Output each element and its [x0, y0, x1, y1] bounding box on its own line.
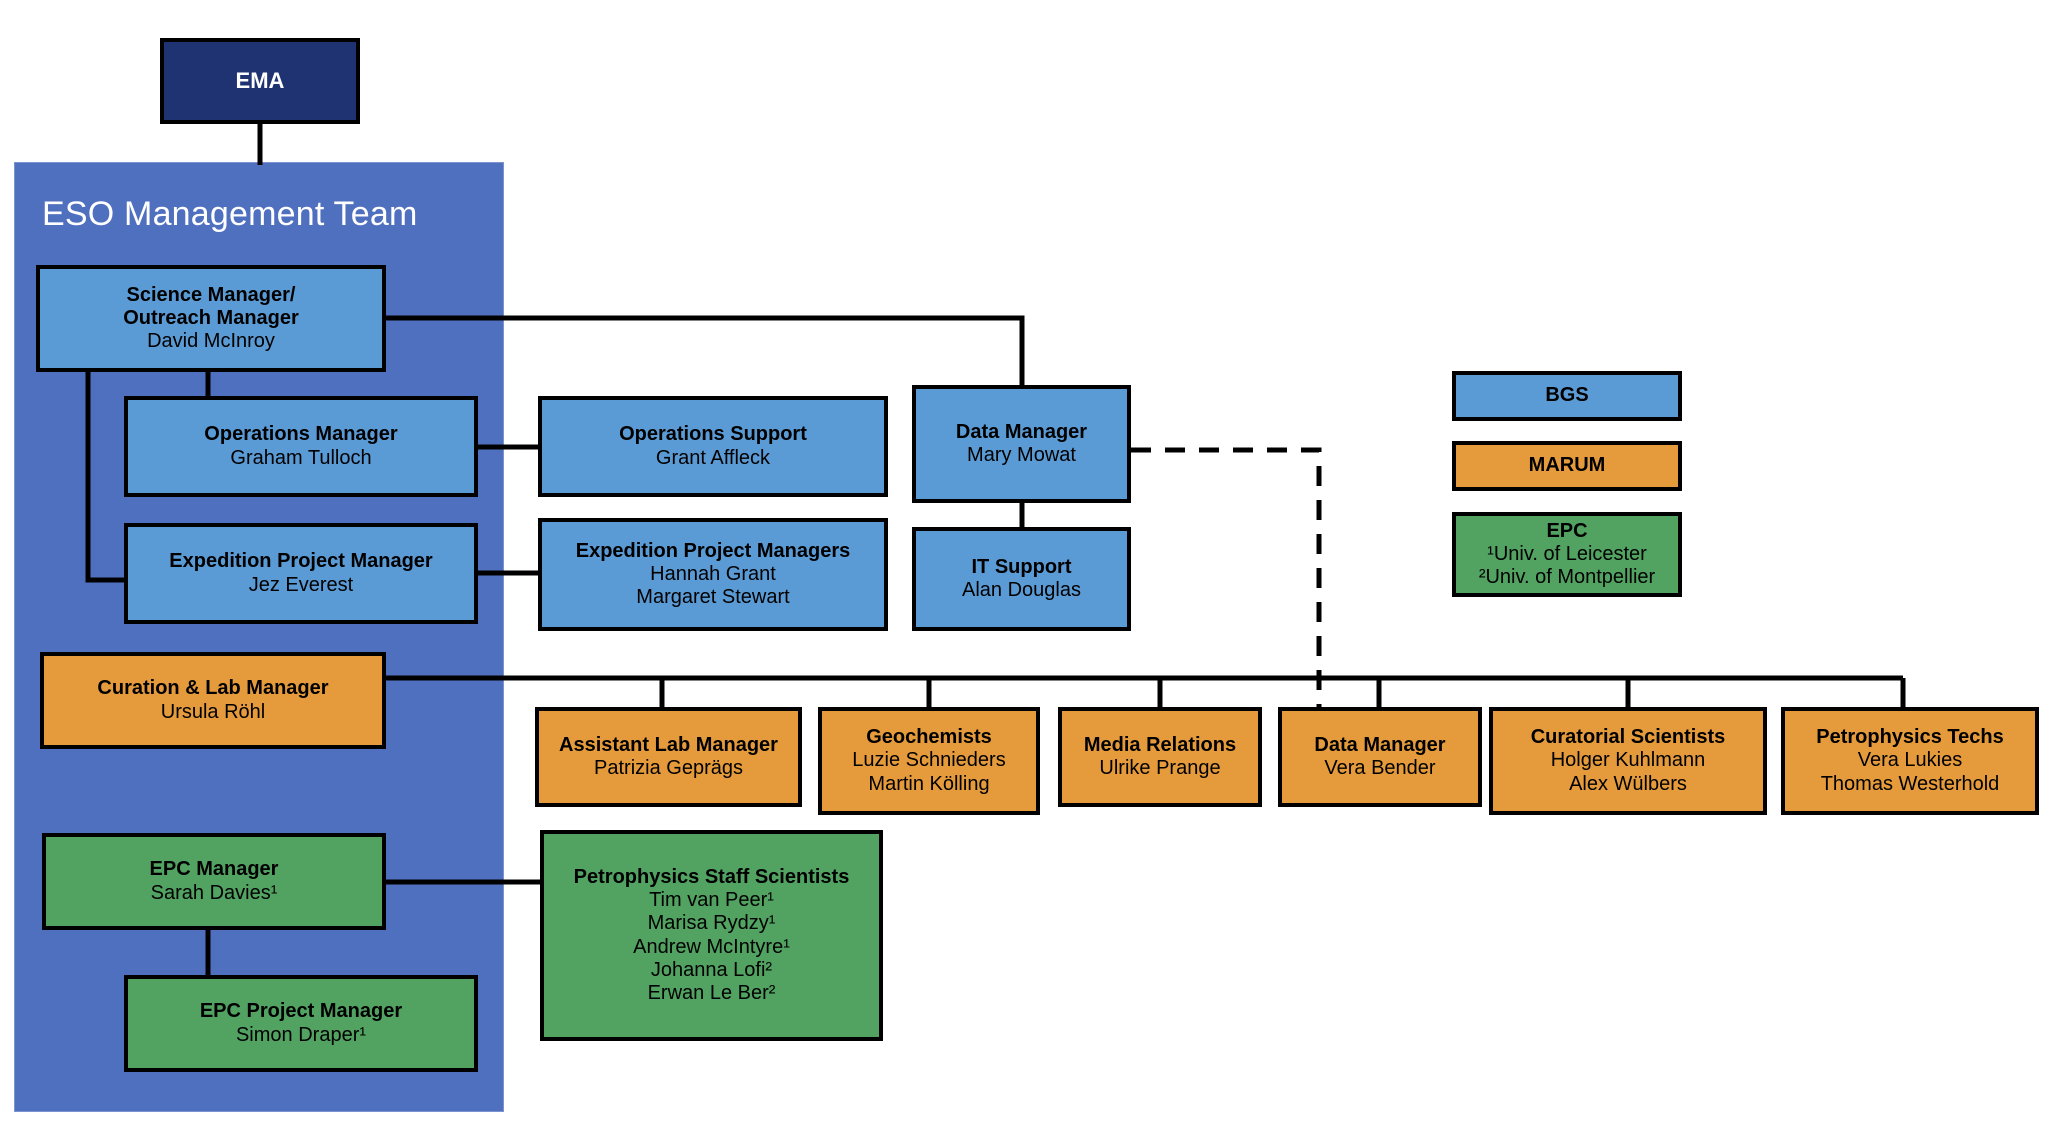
node-assistant-lab-manager-person: Patrizia Geprägs: [594, 757, 743, 779]
node-petrophysics-techs-person-1: Vera Lukies: [1857, 749, 1963, 772]
node-operations-manager[interactable]: Operations Manager Graham Tulloch: [124, 396, 478, 497]
node-curatorial-scientists-title: Curatorial Scientists: [1530, 726, 1726, 749]
node-petrophysics-techs[interactable]: Petrophysics Techs Vera Lukies Thomas We…: [1781, 707, 2039, 815]
node-science-manager-title2: Outreach Manager: [123, 306, 299, 329]
legend-epc: EPC ¹Univ. of Leicester ²Univ. of Montpe…: [1452, 512, 1682, 597]
node-expedition-project-managers-title: Expedition Project Managers: [575, 539, 851, 562]
node-curation-lab-manager-person: Ursula Röhl: [160, 700, 266, 723]
node-media-relations[interactable]: Media Relations Ulrike Prange: [1058, 707, 1262, 807]
node-epc-manager-title: EPC Manager: [149, 858, 279, 881]
node-operations-support-person: Grant Affleck: [655, 446, 771, 469]
node-petrophysics-staff-scientists-person-3: Andrew McIntyre¹: [633, 935, 790, 958]
node-expedition-project-managers-person-1: Hannah Grant: [650, 562, 776, 585]
legend-epc-line-1: ¹Univ. of Leicester: [1487, 542, 1647, 565]
node-epc-project-manager[interactable]: EPC Project Manager Simon Draper¹: [124, 975, 478, 1072]
node-geochemists-person-2: Martin Kölling: [868, 772, 990, 795]
node-petrophysics-staff-scientists-person-1: Tim van Peer¹: [649, 889, 774, 912]
node-ema[interactable]: EMA: [160, 38, 360, 124]
node-data-manager-bgs[interactable]: Data Manager Mary Mowat: [912, 385, 1131, 503]
node-operations-manager-title: Operations Manager: [204, 423, 398, 446]
node-it-support-person: Alan Douglas: [962, 579, 1081, 601]
node-petrophysics-techs-person-2: Thomas Westerhold: [1820, 772, 2000, 795]
node-petrophysics-staff-scientists[interactable]: Petrophysics Staff Scientists Tim van Pe…: [540, 830, 883, 1041]
node-petrophysics-staff-scientists-person-2: Marisa Rydzy¹: [647, 912, 776, 935]
node-media-relations-title: Media Relations: [1083, 733, 1237, 756]
node-operations-manager-person: Graham Tulloch: [230, 446, 372, 469]
legend-bgs-title: BGS: [1545, 384, 1589, 407]
node-assistant-lab-manager-title: Assistant Lab Manager: [559, 733, 778, 756]
legend-bgs: BGS: [1452, 371, 1682, 421]
node-petrophysics-staff-scientists-person-5: Erwan Le Ber²: [647, 981, 776, 1004]
node-epc-manager-person: Sarah Davies¹: [150, 881, 278, 904]
node-data-manager-marum[interactable]: Data Manager Vera Bender: [1278, 707, 1482, 807]
node-expedition-project-manager-person: Jez Everest: [248, 573, 354, 596]
node-data-manager-marum-title: Data Manager: [1314, 733, 1446, 756]
node-geochemists[interactable]: Geochemists Luzie Schnieders Martin Köll…: [818, 707, 1040, 815]
node-science-manager[interactable]: Science Manager/ Outreach Manager David …: [36, 265, 386, 372]
node-assistant-lab-manager[interactable]: Assistant Lab Manager Patrizia Geprägs: [535, 707, 802, 807]
node-curatorial-scientists[interactable]: Curatorial Scientists Holger Kuhlmann Al…: [1489, 707, 1767, 815]
node-science-manager-title: Science Manager/: [126, 283, 296, 306]
node-expedition-project-manager[interactable]: Expedition Project Manager Jez Everest: [124, 523, 478, 624]
node-curatorial-scientists-person-1: Holger Kuhlmann: [1550, 749, 1706, 772]
node-it-support[interactable]: IT Support Alan Douglas: [912, 527, 1131, 631]
node-operations-support[interactable]: Operations Support Grant Affleck: [538, 396, 888, 497]
legend-epc-title: EPC: [1546, 519, 1588, 542]
node-data-manager-bgs-person: Mary Mowat: [967, 444, 1076, 466]
node-petrophysics-staff-scientists-title: Petrophysics Staff Scientists: [573, 865, 850, 888]
panel-title: ESO Management Team: [42, 195, 418, 233]
node-expedition-project-managers[interactable]: Expedition Project Managers Hannah Grant…: [538, 518, 888, 631]
node-data-manager-bgs-title: Data Manager: [955, 420, 1088, 443]
node-epc-manager[interactable]: EPC Manager Sarah Davies¹: [42, 833, 386, 930]
node-curation-lab-manager[interactable]: Curation & Lab Manager Ursula Röhl: [40, 652, 386, 749]
node-it-support-title: IT Support: [971, 555, 1072, 578]
node-data-manager-marum-person: Vera Bender: [1324, 757, 1436, 779]
node-curation-lab-manager-title: Curation & Lab Manager: [97, 677, 329, 700]
legend-marum: MARUM: [1452, 441, 1682, 491]
node-media-relations-person: Ulrike Prange: [1099, 757, 1221, 779]
node-science-manager-person: David McInroy: [147, 330, 275, 353]
legend-epc-line-2: ²Univ. of Montpellier: [1478, 566, 1656, 589]
node-epc-project-manager-title: EPC Project Manager: [199, 1000, 403, 1023]
node-petrophysics-staff-scientists-person-4: Johanna Lofi²: [650, 958, 773, 981]
node-petrophysics-techs-title: Petrophysics Techs: [1816, 726, 2004, 749]
node-curatorial-scientists-person-2: Alex Wülbers: [1569, 772, 1687, 795]
node-operations-support-title: Operations Support: [619, 423, 807, 446]
node-ema-title: EMA: [235, 68, 285, 94]
node-geochemists-title: Geochemists: [866, 726, 992, 749]
legend-marum-title: MARUM: [1528, 454, 1606, 477]
node-expedition-project-managers-person-2: Margaret Stewart: [636, 586, 790, 609]
node-geochemists-person-1: Luzie Schnieders: [852, 749, 1006, 772]
node-expedition-project-manager-title: Expedition Project Manager: [169, 550, 433, 573]
node-epc-project-manager-person: Simon Draper¹: [235, 1023, 367, 1046]
